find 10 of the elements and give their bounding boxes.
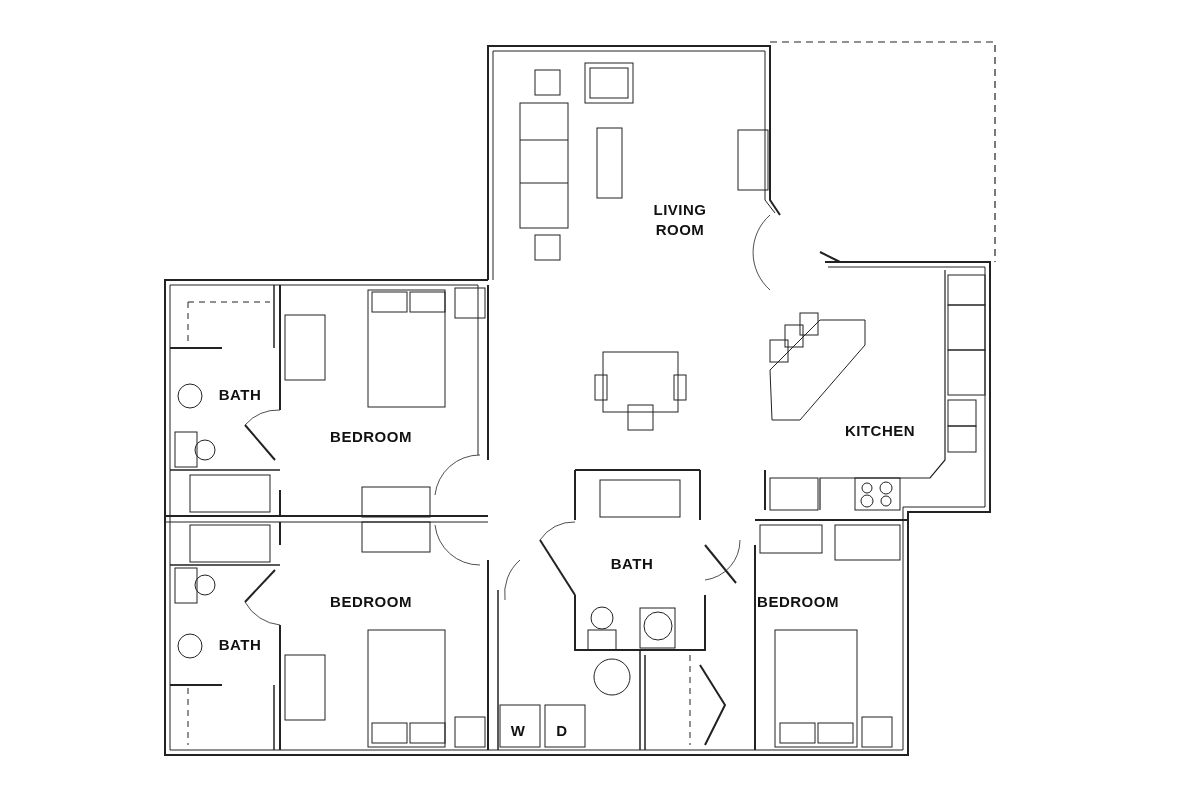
room-label: KITCHEN: [844, 420, 916, 441]
appliance-label: W: [510, 720, 526, 741]
room-label: BATH: [218, 384, 262, 405]
room-label: BATH: [610, 553, 654, 574]
room-label: BEDROOM: [330, 426, 412, 447]
room-label: BATH: [218, 634, 262, 655]
appliance-label: D: [556, 720, 568, 741]
room-label: LIVING ROOM: [652, 199, 708, 240]
room-label: BEDROOM: [757, 591, 839, 612]
room-label: BEDROOM: [330, 591, 412, 612]
